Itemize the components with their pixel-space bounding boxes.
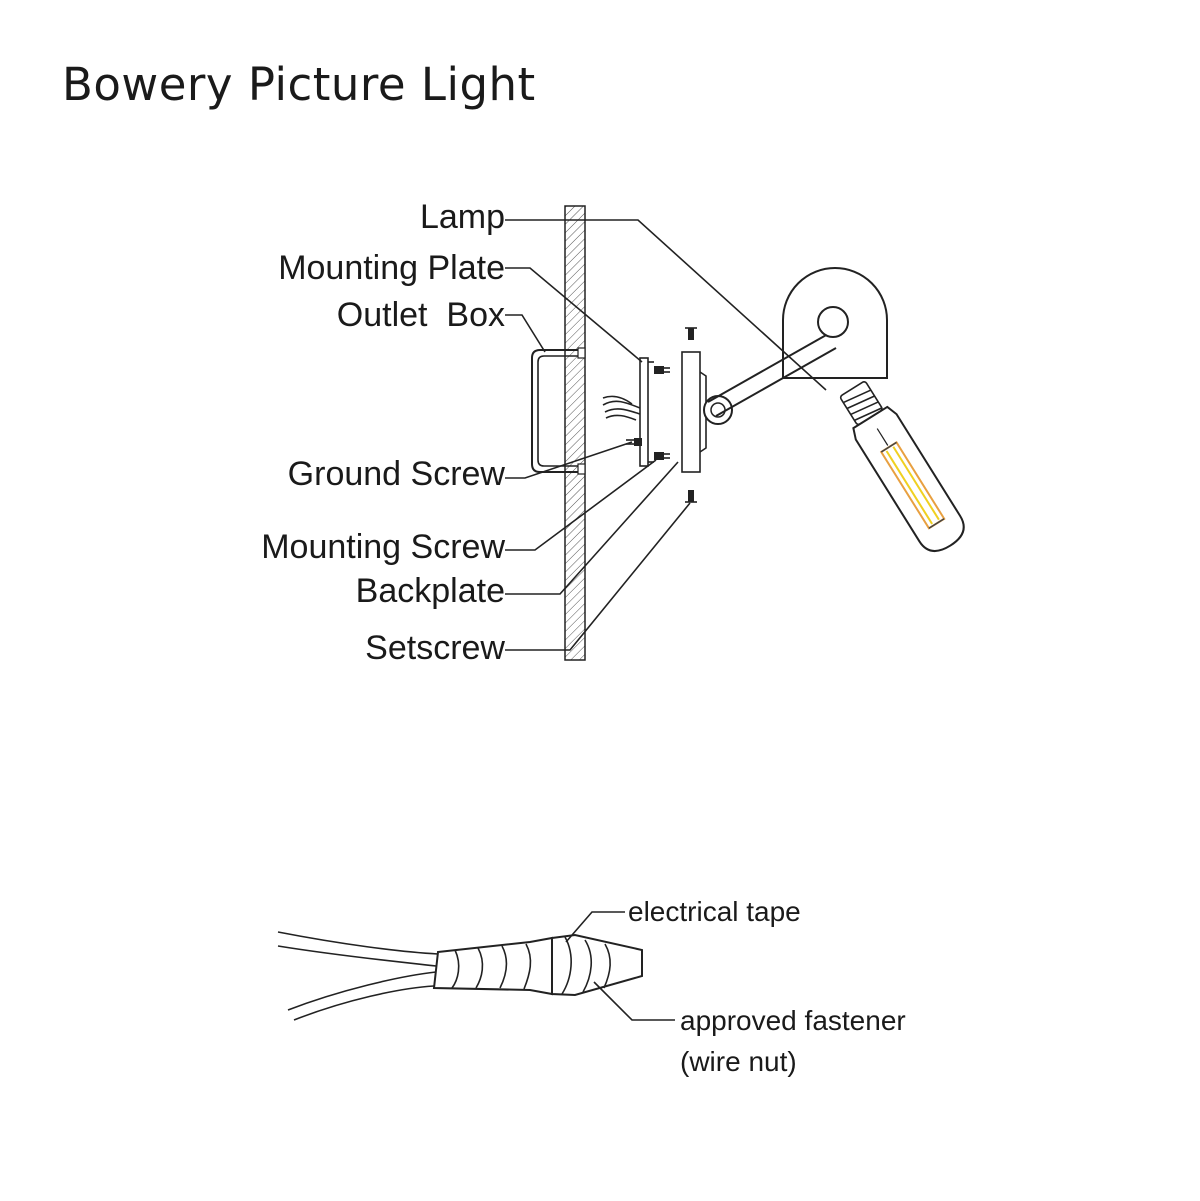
backplate [681, 351, 707, 473]
setscrews [685, 327, 697, 503]
label-wire-nut: (wire nut) [680, 1046, 797, 1077]
lamp-head [782, 267, 888, 379]
outlet-box [531, 347, 586, 475]
label-mounting-screw: Mounting Screw [261, 528, 505, 566]
supply-wires [602, 395, 641, 421]
label-outlet-box: Outlet Box [337, 296, 505, 334]
label-electrical-tape: electrical tape [628, 896, 801, 927]
label-approved-fastener: approved fastener [680, 1005, 906, 1036]
lamp-bulb [839, 381, 965, 552]
label-lamp: Lamp [420, 198, 505, 236]
page-title: Bowery Picture Light [62, 58, 536, 111]
label-setscrew: Setscrew [365, 629, 505, 667]
wire-splice-detail [277, 911, 675, 1021]
leader-lines [505, 219, 827, 651]
filament-icon [876, 428, 946, 530]
mounting-plate [626, 357, 670, 467]
lamp-arm [703, 333, 837, 425]
label-backplate: Backplate [356, 572, 505, 610]
label-mounting-plate: Mounting Plate [278, 249, 505, 287]
wall-section [564, 205, 586, 661]
label-ground-screw: Ground Screw [288, 455, 506, 493]
